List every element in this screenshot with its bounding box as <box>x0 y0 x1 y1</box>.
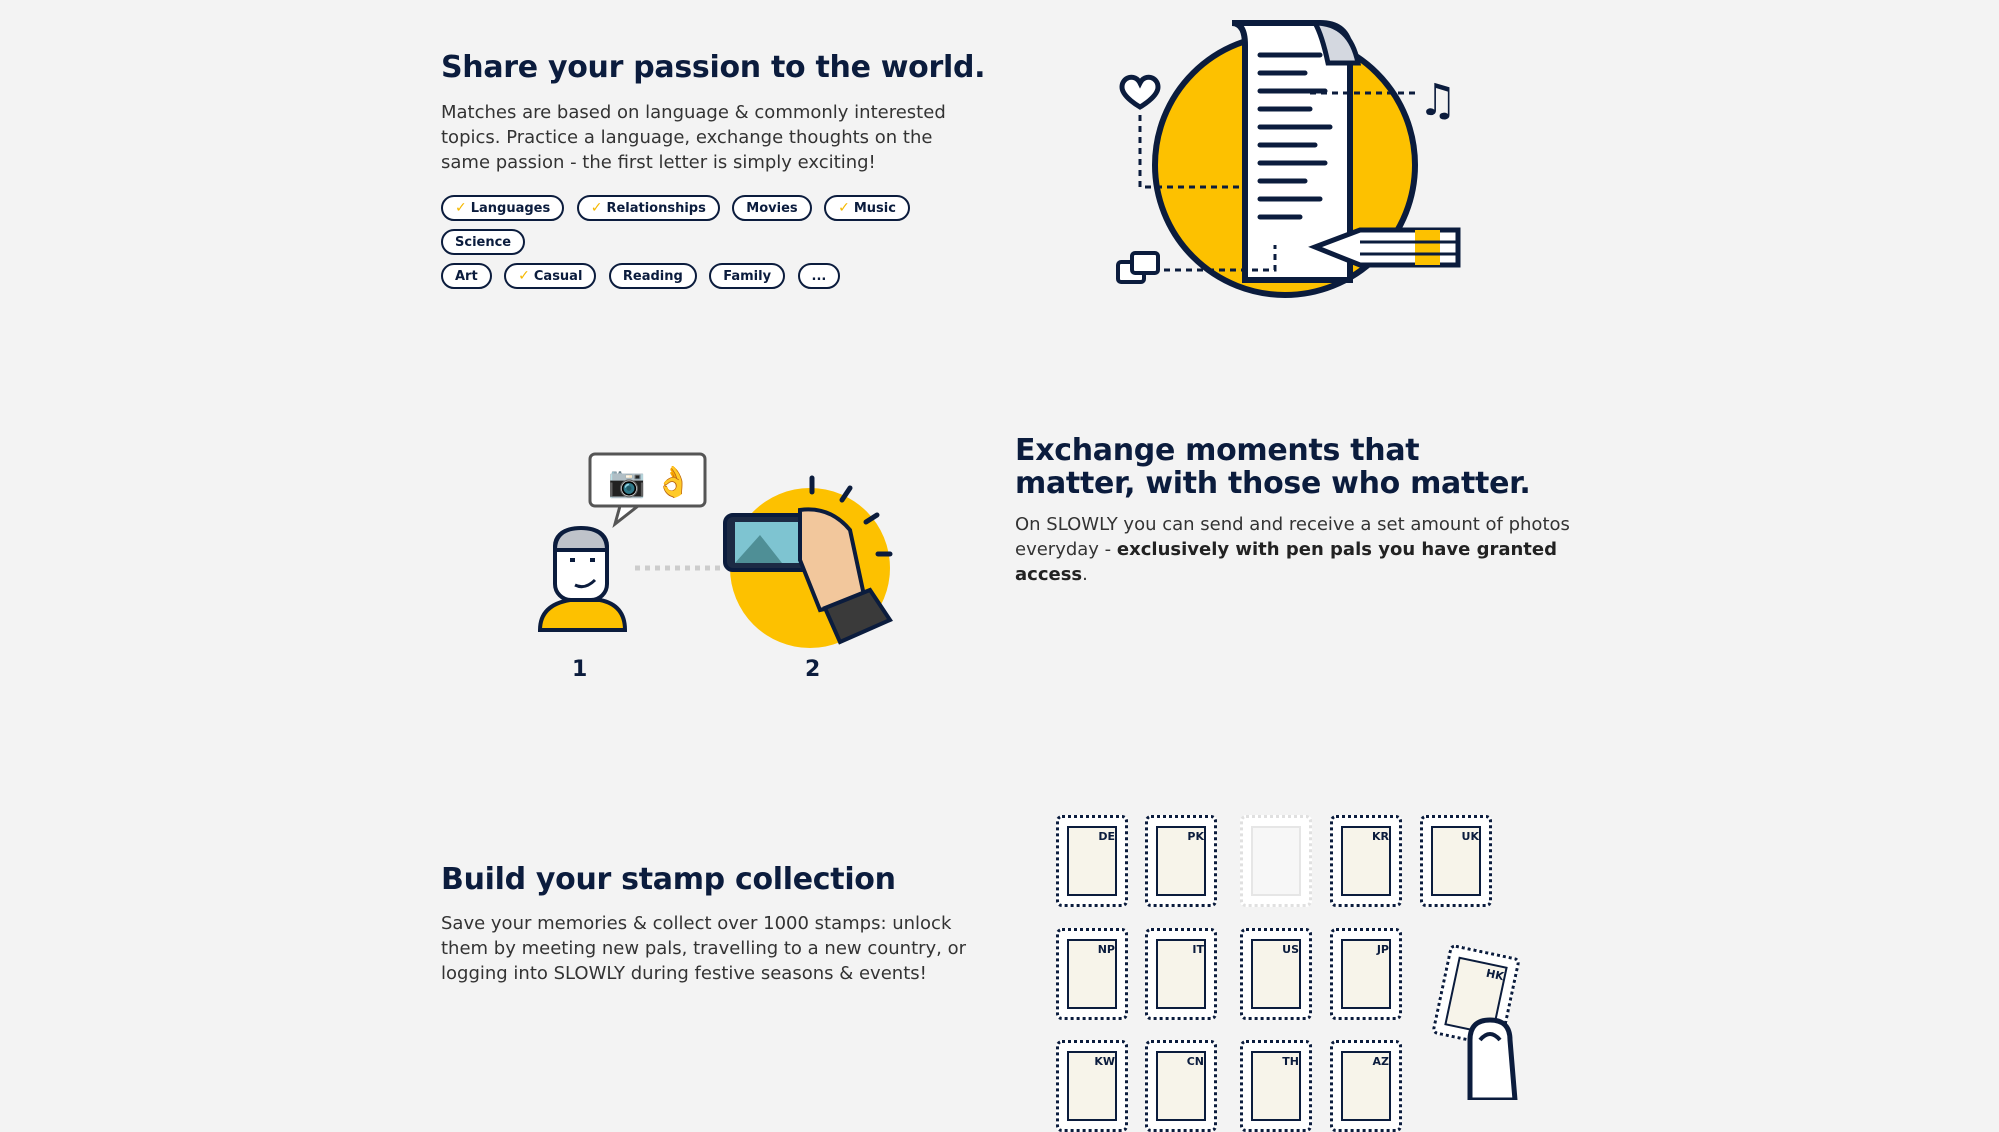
finger-icon <box>1467 1017 1518 1100</box>
stamp-kr: KR <box>1330 815 1402 907</box>
tag-label: Languages <box>470 200 551 216</box>
topic-tags: ✓Languages ✓Relationships Movies ✓Music … <box>441 195 1001 297</box>
check-icon: ✓ <box>518 268 530 284</box>
passion-title: Share your passion to the world. <box>441 50 986 85</box>
tag-art[interactable]: Art <box>441 263 492 289</box>
tag-label: Art <box>455 268 478 284</box>
moments-body-plain: On SLOWLY you can send and receive a set… <box>1015 514 1570 560</box>
passion-section: Share your passion to the world. Matches… <box>441 48 1001 297</box>
tag-label: Music <box>853 200 896 216</box>
stamp-us: US <box>1240 928 1312 1020</box>
tag-label: Family <box>723 268 772 284</box>
stamp-kw: KW <box>1056 1040 1128 1132</box>
stamp-collection-illustration: DE PK KR UK NP IT US JP HK KW CN TH AZ <box>1050 810 1550 1132</box>
stamp-title: Build your stamp collection <box>441 862 896 897</box>
photo-exchange-illustration: 📷 👌 1 2 <box>520 440 920 700</box>
tag-casual[interactable]: ✓Casual <box>504 263 597 289</box>
tag-label: Science <box>455 234 512 250</box>
moments-body: On SLOWLY you can send and receive a set… <box>1015 512 1575 587</box>
step-1-label: 1 <box>572 657 587 682</box>
stamp-np: NP <box>1056 928 1128 1020</box>
stamp-de: DE <box>1056 815 1128 907</box>
check-icon: ✓ <box>590 200 603 216</box>
stamp-az: AZ <box>1330 1040 1402 1132</box>
tag-movies[interactable]: Movies <box>732 195 812 221</box>
moments-body-bold: exclusively with pen pals you have grant… <box>1015 539 1557 585</box>
tag-label: Movies <box>746 200 798 216</box>
step-2-label: 2 <box>805 657 820 682</box>
tag-label: Reading <box>622 268 683 284</box>
letter-illustration: ♫ <box>1100 15 1480 305</box>
tag-languages[interactable]: ✓Languages <box>441 195 565 221</box>
tag-family[interactable]: Family <box>709 263 786 289</box>
bubble-emoji: 📷 👌 <box>608 465 692 500</box>
stamp-cn: CN <box>1145 1040 1217 1132</box>
check-icon: ✓ <box>838 200 850 216</box>
stamp-it: IT <box>1145 928 1217 1020</box>
stamp-uk: UK <box>1420 815 1492 907</box>
tag-label: Casual <box>533 268 583 284</box>
tag-label: Relationships <box>606 200 706 216</box>
moments-section: Exchange moments that matter, with those… <box>1015 434 1575 587</box>
tag-music[interactable]: ✓Music <box>824 195 910 221</box>
stamp-section: Build your stamp collection Save your me… <box>441 861 1001 986</box>
tag-more[interactable]: ... <box>797 263 841 289</box>
svg-text:♫: ♫ <box>1418 75 1457 126</box>
stamp-body: Save your memories & collect over 1000 s… <box>441 913 967 984</box>
tag-science[interactable]: Science <box>441 229 526 255</box>
moments-body-end: . <box>1082 564 1088 585</box>
tag-relationships[interactable]: ✓Relationships <box>576 195 720 221</box>
stamp-empty <box>1240 815 1312 907</box>
stamp-jp: JP <box>1330 928 1402 1020</box>
tag-reading[interactable]: Reading <box>608 263 697 289</box>
stamp-th: TH <box>1240 1040 1312 1132</box>
stamp-pk: PK <box>1145 815 1217 907</box>
passion-body: Matches are based on language & commonly… <box>441 102 946 173</box>
tag-label: ... <box>811 268 827 284</box>
check-icon: ✓ <box>455 200 467 216</box>
moments-title: Exchange moments that matter, with those… <box>1015 433 1531 501</box>
